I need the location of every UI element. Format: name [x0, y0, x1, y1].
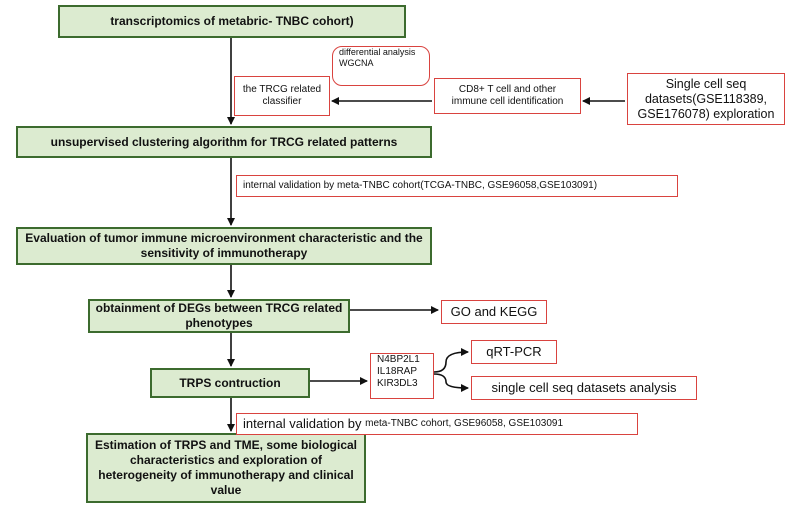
node-genes: N4BP2L1 IL18RAP KIR3DL3 [370, 353, 434, 399]
node-single-cell-datasets: Single cell seq datasets(GSE118389, GSE1… [627, 73, 785, 125]
node-clustering: unsupervised clustering algorithm for TR… [16, 126, 432, 158]
node-evaluation-line1: Evaluation of tumor immune microenvironm… [25, 231, 423, 245]
node-gene-1: N4BP2L1 [377, 354, 420, 365]
node-evaluation-line2: sensitivity of immunotherapy [140, 246, 308, 260]
node-singlecell-line3: GSE176078) exploration [637, 106, 775, 121]
node-go-kegg: GO and KEGG [441, 300, 547, 324]
node-trcg-classifier: the TRCG related classifier [234, 76, 330, 116]
node-estimation-line3: heterogeneity of immunotherapy and clini… [98, 468, 354, 482]
arrow-genes-to-scanalysis [433, 373, 469, 392]
node-differential-analysis: differential analysis WGCNA [332, 46, 430, 86]
node-diff-line2: WGCNA [339, 57, 374, 68]
node-internal-validation-1-text: internal validation by meta-TNBC cohort(… [243, 180, 598, 191]
node-internal-validation-2: internal validation by meta-TNBC cohort,… [236, 413, 638, 435]
node-transcriptomics-text: transcriptomics of metabric- TNBC cohort… [110, 14, 354, 28]
node-transcriptomics: transcriptomics of metabric- TNBC cohort… [58, 5, 406, 38]
node-diff-line1: differential analysis [339, 47, 416, 57]
node-scanalysis-text: single cell seq datasets analysis [491, 380, 677, 396]
node-cd8-line1: CD8+ T cell and other [458, 84, 557, 95]
node-estimation: Estimation of TRPS and TME, some biologi… [86, 433, 366, 503]
node-gokegg-text: GO and KEGG [450, 304, 538, 320]
node-trps: TRPS contruction [150, 368, 310, 398]
node-gene-2: IL18RAP [377, 366, 418, 377]
node-evaluation: Evaluation of tumor immune microenvironm… [16, 227, 432, 265]
node-cd8-identification: CD8+ T cell and other immune cell identi… [434, 78, 581, 114]
node-classifier-line2: classifier [262, 96, 302, 107]
node-classifier-line1: the TRCG related [242, 84, 322, 95]
node-clustering-text: unsupervised clustering algorithm for TR… [50, 134, 398, 149]
node-cd8-line2: immune cell identification [451, 96, 564, 107]
node-estimation-line2: characteristics and exploration of [129, 453, 323, 467]
arrow-genes-to-qrtpcr [433, 348, 469, 373]
node-gene-3: KIR3DL3 [377, 378, 418, 389]
node-internal-validation-2-a: internal validation by [243, 416, 366, 432]
node-qrtpcr-text: qRT-PCR [486, 344, 542, 360]
node-trps-text: TRPS contruction [179, 375, 281, 390]
node-degs-line2: phenotypes [185, 316, 253, 330]
node-singlecell-line1: Single cell seq [665, 76, 747, 91]
node-estimation-line1: Estimation of TRPS and TME, some biologi… [94, 438, 358, 452]
node-internal-validation-2-b: meta-TNBC cohort, GSE96058, GSE103091 [365, 418, 564, 429]
node-singlecell-line2: datasets(GSE118389, [644, 91, 768, 106]
node-sc-analysis: single cell seq datasets analysis [471, 376, 697, 400]
node-degs: obtainment of DEGs between TRCG related … [88, 299, 350, 333]
node-qrt-pcr: qRT-PCR [471, 340, 557, 364]
node-degs-line1: obtainment of DEGs between TRCG related [95, 301, 343, 315]
node-internal-validation-1: internal validation by meta-TNBC cohort(… [236, 175, 678, 197]
node-estimation-line4: value [210, 483, 242, 497]
